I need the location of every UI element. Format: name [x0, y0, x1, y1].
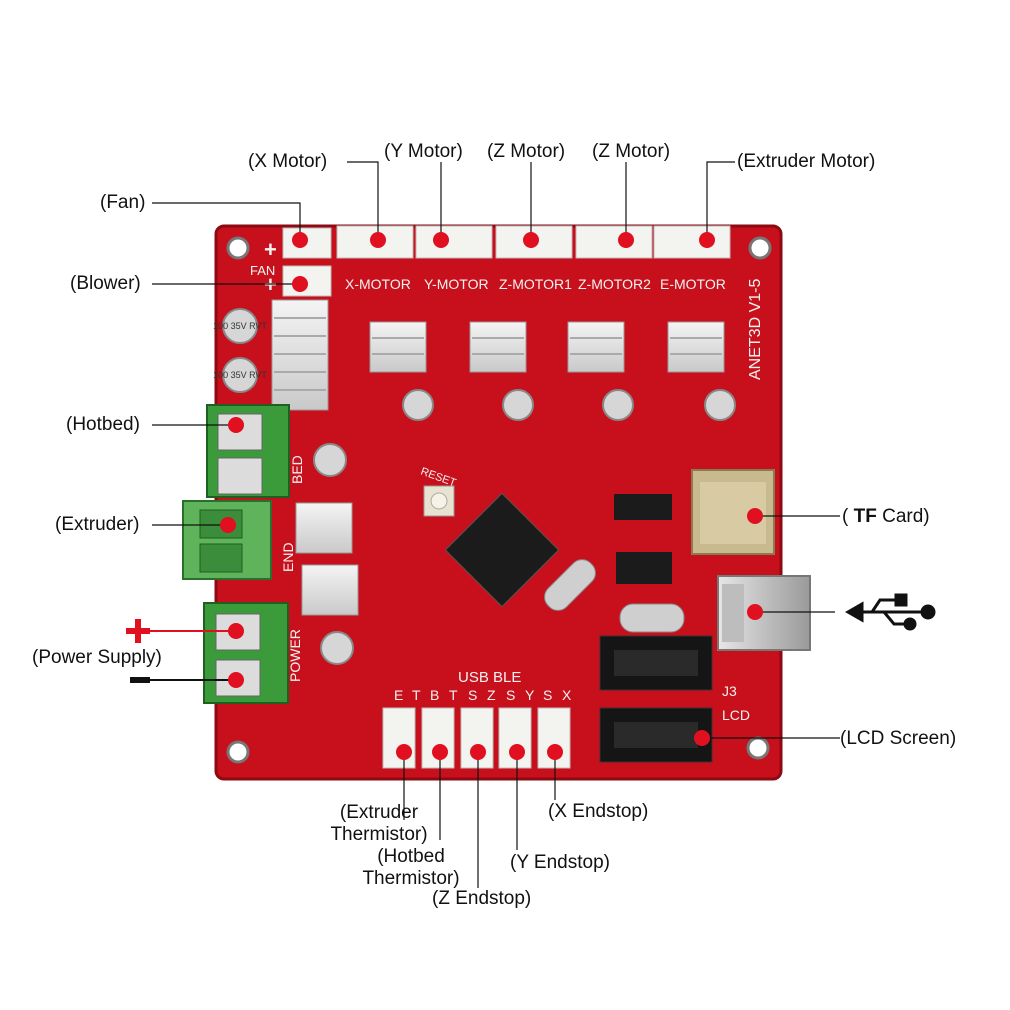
svg-text:S: S: [468, 687, 477, 703]
silk-bed: BED: [289, 455, 305, 484]
motor-connectors: [336, 225, 731, 259]
hotbed-thermistor-line2: Thermistor): [362, 868, 460, 889]
callout-blower: (Blower): [70, 273, 141, 294]
silk-e-motor: E-MOTOR: [660, 276, 726, 292]
fan-plus-mark: +: [264, 237, 277, 262]
silk-y-motor: Y-MOTOR: [424, 276, 489, 292]
extruder-thermistor-line2: Thermistor): [330, 824, 428, 845]
j3-header: [599, 635, 713, 691]
usb-connector: [717, 575, 811, 651]
callout-hotbed: (Hotbed): [66, 414, 140, 435]
svg-text:S: S: [543, 687, 552, 703]
marker-dots: [220, 232, 763, 760]
svg-text:100 35V RVT: 100 35V RVT: [213, 370, 267, 380]
silk-z-motor1: Z-MOTOR1: [499, 276, 572, 292]
capacitor-markings: 100 35V RVT 100 35V RVT: [213, 321, 267, 380]
svg-text:T: T: [449, 687, 458, 703]
crystal-2: [619, 603, 685, 633]
hotbed-thermistor-line1: (Hotbed: [377, 846, 445, 867]
mounting-holes: [226, 236, 772, 764]
driver-heatsinks: [369, 321, 725, 373]
callout-y-motor: (Y Motor): [384, 141, 463, 162]
svg-text:S: S: [506, 687, 515, 703]
callout-extruder: (Extruder): [55, 514, 140, 535]
callout-y-endstop: (Y Endstop): [510, 852, 610, 873]
crystal-1: [544, 559, 596, 611]
callout-z-motor-2: (Z Motor): [592, 141, 671, 162]
vertical-heatsink: [271, 299, 329, 411]
mosfet-heatsink-1: [295, 502, 353, 554]
mcu-chip: [444, 492, 560, 608]
silk-z-motor2: Z-MOTOR2: [578, 276, 651, 292]
reset-button: [423, 485, 455, 517]
power-plus-symbol: [126, 619, 150, 643]
board-model-label: ANET3D V1-5: [747, 279, 764, 380]
callout-hotbed-thermistor: (Hotbed Thermistor): [352, 846, 470, 890]
ic-2: [616, 552, 672, 584]
callout-z-endstop: (Z Endstop): [432, 888, 532, 909]
svg-text:X: X: [562, 687, 572, 703]
tf-card-bold: TF: [853, 506, 877, 527]
svg-text:E: E: [394, 687, 403, 703]
callout-extruder-motor: (Extruder Motor): [737, 151, 876, 172]
capacitors: [222, 308, 736, 665]
svg-text:100 35V RVT: 100 35V RVT: [213, 321, 267, 331]
callout-x-motor: (X Motor): [248, 151, 328, 172]
svg-text:Z: Z: [487, 687, 496, 703]
callout-x-endstop: (X Endstop): [548, 801, 649, 822]
power-minus-symbol: [130, 677, 150, 683]
extruder-thermistor-line1: (Extruder: [339, 802, 419, 823]
svg-text:B: B: [430, 687, 439, 703]
callout-lcd-screen: (LCD Screen): [840, 728, 957, 749]
mosfet-heatsink-2: [301, 564, 359, 616]
fan-silk-label: FAN: [250, 263, 275, 278]
tf-card-close: Card): [876, 506, 930, 527]
silk-end: END: [280, 542, 296, 572]
callout-fan: (Fan): [100, 192, 146, 213]
usb-icon: [844, 593, 936, 631]
svg-text:T: T: [412, 687, 421, 703]
endstop-pin-labels: E T B T S Z S Y S X: [394, 687, 572, 703]
bed-terminal-block: [206, 404, 290, 498]
end-terminal-block: [182, 500, 272, 580]
ic-1: [614, 494, 672, 520]
silk-x-motor: X-MOTOR: [345, 276, 411, 292]
tf-card-open: (: [842, 506, 849, 527]
svg-text:Y: Y: [525, 687, 535, 703]
silk-power: POWER: [287, 629, 303, 682]
silk-lcd: LCD: [722, 707, 750, 723]
callout-power-supply: (Power Supply): [32, 647, 162, 668]
callout-tf-card: ( TF Card): [842, 506, 930, 528]
callout-z-motor-1: (Z Motor): [487, 141, 566, 162]
silk-usb-ble: USB BLE: [458, 669, 521, 686]
callout-extruder-thermistor: (Extruder Thermistor): [322, 802, 436, 846]
lcd-header: [599, 707, 713, 763]
silk-j3: J3: [722, 683, 737, 699]
power-terminal-block: [203, 602, 289, 704]
